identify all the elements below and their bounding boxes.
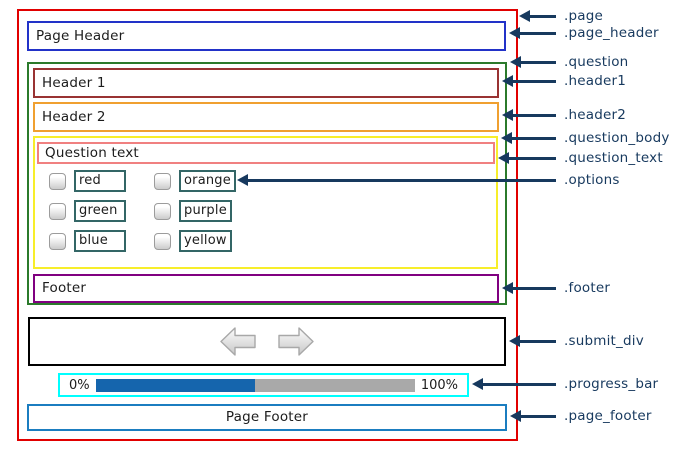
arrow-line	[512, 136, 556, 140]
question-text-region: Question text	[37, 142, 495, 164]
annotation-header2: .header2	[502, 107, 626, 123]
arrow-line	[520, 31, 556, 35]
arrow-head-icon	[501, 132, 512, 144]
annotation-label: .footer	[564, 280, 611, 296]
annotation-label: .page_footer	[564, 408, 652, 424]
checkbox-icon[interactable]	[49, 172, 66, 190]
checkbox-icon[interactable]	[154, 172, 171, 190]
arrow-head-icon	[519, 10, 530, 22]
arrow-line	[513, 79, 556, 83]
annotation-question-body: .question_body	[501, 130, 670, 146]
annotation-label: .options	[564, 172, 620, 188]
annotation-page: .page	[519, 8, 603, 24]
annotation-question-text: .question_text	[498, 150, 663, 166]
submit-region	[28, 317, 506, 366]
progress-fill	[95, 378, 256, 392]
option-orange: orange	[154, 170, 236, 192]
option-label-blue[interactable]: blue	[74, 230, 126, 252]
arrow-line	[513, 286, 556, 290]
arrow-line	[483, 382, 556, 386]
option-green: green	[49, 200, 126, 222]
checkbox-icon[interactable]	[154, 202, 171, 220]
annotation-page-header: .page_header	[509, 25, 659, 41]
annotation-label: .progress_bar	[564, 376, 659, 392]
progress-end-label: 100%	[420, 377, 458, 393]
header1-region: Header 1	[33, 68, 499, 98]
arrow-line	[521, 60, 556, 64]
option-label-green[interactable]: green	[74, 200, 126, 222]
option-label-purple[interactable]: purple	[179, 200, 232, 222]
arrow-line	[248, 178, 556, 182]
option-red: red	[49, 170, 126, 192]
annotation-label: .submit_div	[564, 333, 644, 349]
progress-bar-region: 0% 100%	[58, 373, 469, 397]
option-blue: blue	[49, 230, 126, 252]
header2-region: Header 2	[33, 102, 499, 132]
arrow-head-icon	[502, 282, 513, 294]
question-body-region	[33, 136, 498, 269]
option-label-yellow[interactable]: yellow	[179, 230, 232, 252]
arrow-head-icon	[510, 56, 521, 68]
arrow-line	[521, 414, 556, 418]
annotation-label: .question	[564, 54, 629, 70]
arrow-head-icon	[498, 152, 509, 164]
arrow-line	[520, 339, 556, 343]
arrow-head-icon	[509, 335, 520, 347]
annotation-label: .question_text	[564, 150, 663, 166]
arrow-head-icon	[502, 75, 513, 87]
annotation-page-footer: .page_footer	[510, 408, 652, 424]
arrow-head-icon	[509, 27, 520, 39]
annotation-label: .header1	[564, 73, 627, 89]
progress-start-label: 0%	[69, 377, 90, 393]
checkbox-icon[interactable]	[154, 232, 171, 250]
arrow-head-icon	[472, 378, 483, 390]
option-purple: purple	[154, 200, 236, 222]
annotation-footer: .footer	[502, 280, 610, 296]
next-arrow-icon[interactable]	[278, 326, 314, 357]
page-header-region: Page Header	[27, 21, 506, 51]
options-region: red orange green purple blue yellow	[49, 170, 236, 252]
checkbox-icon[interactable]	[49, 202, 66, 220]
footer-region: Footer	[33, 274, 499, 303]
annotation-label: .header2	[564, 107, 627, 123]
annotation-label: .page_header	[564, 25, 659, 41]
annotation-submit-div: .submit_div	[509, 333, 644, 349]
arrow-head-icon	[237, 174, 248, 186]
question-region	[27, 62, 507, 305]
page-region	[17, 9, 518, 441]
arrow-line	[530, 14, 556, 18]
arrow-line	[513, 113, 556, 117]
option-yellow: yellow	[154, 230, 236, 252]
annotation-options: .options	[237, 172, 620, 188]
back-arrow-icon[interactable]	[220, 326, 256, 357]
arrow-line	[509, 156, 556, 160]
annotation-question: .question	[510, 54, 628, 70]
annotation-label: .question_body	[564, 130, 670, 146]
option-label-orange[interactable]: orange	[179, 170, 236, 192]
annotation-label: .page	[564, 8, 604, 24]
progress-track	[95, 378, 415, 392]
option-label-red[interactable]: red	[74, 170, 126, 192]
annotation-header1: .header1	[502, 73, 626, 89]
page-footer-region: Page Footer	[27, 404, 507, 431]
arrow-head-icon	[510, 410, 521, 422]
annotation-progress-bar: .progress_bar	[472, 376, 658, 392]
arrow-head-icon	[502, 109, 513, 121]
checkbox-icon[interactable]	[49, 232, 66, 250]
